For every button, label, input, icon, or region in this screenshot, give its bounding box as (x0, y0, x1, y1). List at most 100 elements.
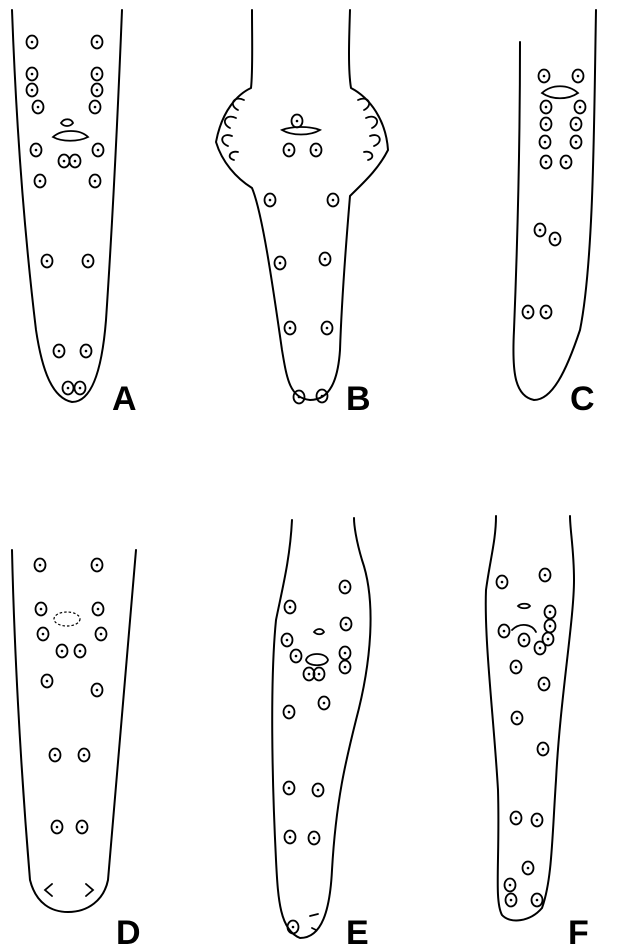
sensillum-dot (46, 260, 49, 263)
sensillum-dot (577, 75, 580, 78)
panel-f-sensilla (497, 569, 556, 907)
panel-a-small-organ (61, 119, 73, 126)
sensillum-dot (543, 683, 546, 686)
panel-c: C (513, 10, 596, 418)
sensillum-dot (542, 748, 545, 751)
panel-d: D (12, 550, 141, 948)
sensillum-dot (269, 199, 272, 202)
sensillum-dot (575, 123, 578, 126)
panel-a-label: A (112, 380, 137, 418)
sensillum-dot (317, 789, 320, 792)
sensillum-dot (96, 89, 99, 92)
sensillum-dot (74, 160, 77, 163)
panel-d-outline (12, 550, 136, 912)
panel-d-dashed-organ (54, 612, 80, 626)
sensillum-dot (318, 673, 321, 676)
sensillum-dot (516, 717, 519, 720)
panel-f: F (486, 516, 589, 948)
sensillum-dot (298, 396, 301, 399)
panel-b-label: B (346, 380, 371, 418)
sensillum-dot (515, 817, 518, 820)
sensillum-dot (527, 311, 530, 314)
sensillum-dot (554, 238, 557, 241)
sensillum-dot (96, 689, 99, 692)
panel-e: E (272, 518, 370, 948)
sensillum-dot (539, 647, 542, 650)
sensillum-dot (61, 650, 64, 653)
sensillum-dot (545, 123, 548, 126)
panel-b-lateral-folds (222, 99, 380, 160)
sensillum-dot (97, 149, 100, 152)
panel-e-central-organ (306, 654, 328, 665)
panel-b-outline (216, 10, 388, 400)
sensillum-dot (544, 574, 547, 577)
sensillum-dot (549, 611, 552, 614)
sensillum-dot (547, 638, 550, 641)
sensillum-dot (288, 711, 291, 714)
sensillum-dot (96, 73, 99, 76)
sensillum-dot (54, 754, 57, 757)
sensillum-dot (344, 666, 347, 669)
sensillum-dot (544, 141, 547, 144)
panel-e-small-organ (314, 629, 324, 634)
panel-c-outline (513, 10, 596, 400)
sensillum-dot (345, 623, 348, 626)
panel-e-label: E (346, 914, 369, 948)
sensillum-dot (97, 608, 100, 611)
panel-e-outline (272, 518, 370, 938)
sensillum-dot (289, 606, 292, 609)
sensillum-dot (510, 899, 513, 902)
sensillum-dot (545, 161, 548, 164)
sensillum-dot (94, 106, 97, 109)
sensillum-dot (31, 73, 34, 76)
sensillum-dot (549, 625, 552, 628)
sensillum-dot (523, 639, 526, 642)
panel-f-label: F (568, 914, 589, 948)
sensillum-dot (58, 350, 61, 353)
sensillum-dot (63, 160, 66, 163)
panel-b: B (216, 10, 388, 418)
panel-a-central-organ (53, 131, 88, 141)
panel-d-terminal-mark-left (45, 884, 52, 896)
sensillum-dot (575, 141, 578, 144)
sensillum-dot (37, 106, 40, 109)
sensillum-dot (323, 702, 326, 705)
panel-c-central-organ (542, 86, 578, 98)
sensillum-dot (545, 311, 548, 314)
panel-d-terminal-mark-right (86, 884, 93, 896)
sensillum-dot (81, 826, 84, 829)
sensillum-dot (565, 161, 568, 164)
panel-c-sensilla (523, 70, 586, 319)
panel-a: A (12, 10, 137, 418)
sensillum-dot (94, 180, 97, 183)
sensillum-dot (31, 89, 34, 92)
sensillum-dot (295, 655, 298, 658)
sensillum-dot (579, 106, 582, 109)
sensillum-dot (344, 652, 347, 655)
sensillum-dot (515, 666, 518, 669)
sensillum-dot (39, 564, 42, 567)
sensillum-dot (31, 41, 34, 44)
sensillum-dot (308, 673, 311, 676)
sensillum-dot (39, 180, 42, 183)
sensillum-dot (321, 395, 324, 398)
panel-b-sensilla (265, 115, 339, 404)
sensillum-dot (100, 633, 103, 636)
sensillum-dot (42, 633, 45, 636)
sensillum-dot (543, 75, 546, 78)
panel-d-sensilla (35, 559, 107, 834)
sensillum-dot (96, 41, 99, 44)
sensillum-dot (539, 229, 542, 232)
sensillum-dot (332, 199, 335, 202)
sensillum-dot (289, 836, 292, 839)
sensillum-dot (509, 884, 512, 887)
sensillum-dot (40, 608, 43, 611)
panel-e-terminal-mark (310, 914, 318, 930)
sensillum-dot (85, 350, 88, 353)
sensillum-dot (288, 149, 291, 152)
sensillum-dot (527, 867, 530, 870)
sensillum-dot (87, 260, 90, 263)
sensillum-dot (315, 149, 318, 152)
panel-f-central-organ (512, 625, 536, 632)
sensillum-dot (296, 120, 299, 123)
